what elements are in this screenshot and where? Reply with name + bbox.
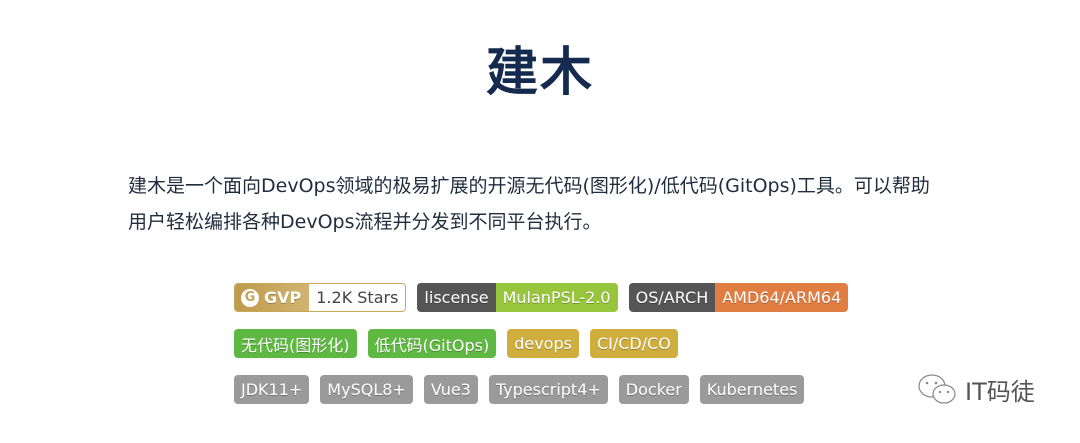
kubernetes-badge[interactable]: Kubernetes	[699, 375, 805, 404]
docker-badge[interactable]: Docker	[618, 375, 689, 404]
badge-row-2: 无代码(图形化) 低代码(GitOps) devops CI/CD/CO	[234, 329, 678, 358]
wechat-icon	[918, 373, 956, 404]
watermark-text: IT码徒	[965, 378, 1035, 406]
lowcode-badge[interactable]: 低代码(GitOps)	[367, 329, 497, 358]
jdk-badge[interactable]: JDK11+	[234, 375, 310, 404]
devops-badge[interactable]: devops	[507, 329, 579, 358]
gvp-stars-badge[interactable]: G GVP 1.2K Stars	[234, 283, 407, 312]
description-line-2: 用户轻松编排各种DevOps流程并分发到不同平台执行。	[128, 211, 602, 233]
description-line-1: 建木是一个面向DevOps领域的极易扩展的开源无代码(图形化)/低代码(GitO…	[128, 175, 930, 197]
cicdco-badge[interactable]: CI/CD/CO	[589, 329, 678, 358]
nocode-badge[interactable]: 无代码(图形化)	[234, 329, 357, 358]
typescript-badge[interactable]: Typescript4+	[488, 375, 608, 404]
gitee-gvp-icon: G	[241, 288, 259, 307]
watermark: IT码徒	[917, 372, 1035, 407]
vue-badge[interactable]: Vue3	[423, 375, 478, 404]
os-arch-value: AMD64/ARM64	[715, 283, 849, 312]
license-label: liscense	[417, 283, 496, 312]
license-badge[interactable]: liscense MulanPSL-2.0	[417, 283, 618, 312]
os-arch-label: OS/ARCH	[628, 283, 716, 312]
badge-row-3: JDK11+ MySQL8+ Vue3 Typescript4+ Docker …	[234, 375, 805, 404]
os-arch-badge[interactable]: OS/ARCH AMD64/ARM64	[628, 283, 849, 312]
badge-row-1: G GVP 1.2K Stars liscense MulanPSL-2.0 O…	[234, 283, 849, 312]
license-value: MulanPSL-2.0	[495, 283, 618, 312]
gvp-label: G GVP	[235, 284, 310, 311]
mysql-badge[interactable]: MySQL8+	[320, 375, 413, 404]
page-title: 建木	[485, 43, 594, 103]
project-description: 建木是一个面向DevOps领域的极易扩展的开源无代码(图形化)/低代码(GitO…	[128, 168, 1008, 240]
gvp-stars-count: 1.2K Stars	[309, 284, 406, 311]
